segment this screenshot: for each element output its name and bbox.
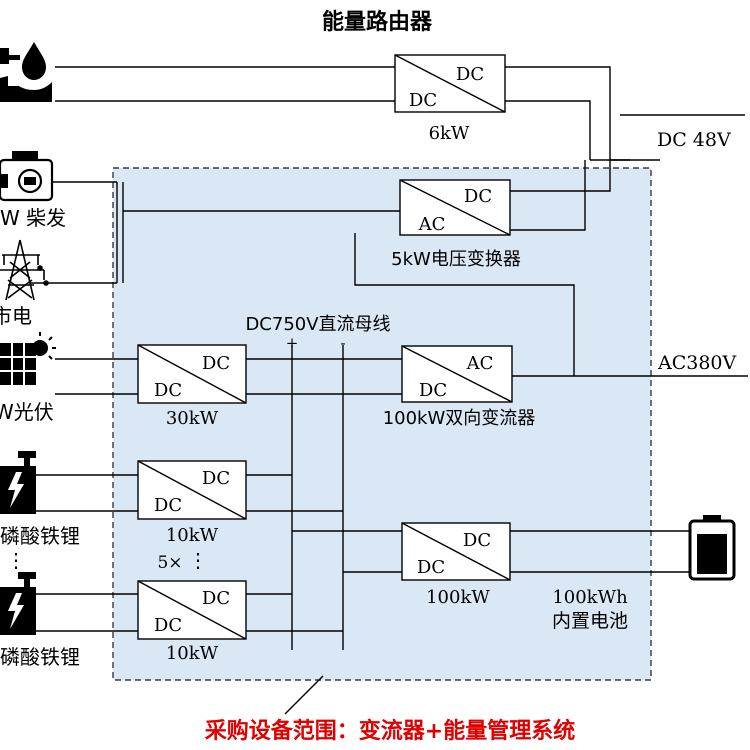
- bus-minus-label: -: [340, 334, 345, 352]
- diesel-label: W 柴发: [0, 206, 66, 230]
- dcdc-converter-100kw: DC DC: [401, 522, 511, 581]
- acdc-converter-5kw: DC AC: [399, 179, 511, 236]
- bus-plus-label: +: [286, 334, 299, 352]
- battery-capacity-label: 100kWh: [552, 587, 628, 608]
- dcdc-converter-10kw-1: DC DC: [137, 460, 247, 520]
- rating-5kw: 5kW电压变换器: [391, 249, 521, 270]
- dcdc-converter-10kw-2: DC DC: [137, 580, 247, 640]
- diesel-generator-icon: [0, 151, 54, 202]
- converter-bottom-label: DC: [154, 615, 182, 636]
- multiplier-dots: ⋮: [188, 548, 208, 572]
- rating-10kw-1: 10kW: [166, 525, 219, 546]
- converter-top-label: DC: [202, 588, 230, 609]
- wiring: [30, 66, 748, 715]
- converter-bottom-label: DC: [409, 90, 437, 111]
- converter-top-label: DC: [464, 186, 492, 207]
- converter-bottom-label: AC: [418, 214, 446, 235]
- transmission-tower-icon: [0, 239, 49, 301]
- rating-30kw: 30kW: [166, 408, 219, 429]
- ac380v-output-label: AC380V: [657, 352, 737, 374]
- diagram-title: 能量路由器: [322, 9, 433, 35]
- lfp-label-2: 磷酸铁锂: [0, 645, 80, 669]
- converter-top-label: DC: [202, 353, 230, 374]
- converter-bottom-label: DC: [419, 380, 447, 401]
- converter-top-label: DC: [202, 468, 230, 489]
- lfp-battery-icon: [0, 451, 36, 514]
- battery-icon: [688, 515, 736, 581]
- converter-top-label: DC: [463, 530, 491, 551]
- dc-bus-label: DC750V直流母线: [245, 314, 390, 335]
- converter-top-label: DC: [456, 64, 484, 85]
- rating-10kw-2: 10kW: [166, 643, 219, 664]
- procurement-scope-caption: 采购设备范围：变流器+能量管理系统: [205, 718, 575, 744]
- converter-bottom-label: DC: [154, 495, 182, 516]
- converter-bottom-label: DC: [417, 557, 445, 578]
- rating-6kw: 6kW: [429, 123, 470, 144]
- grid-label: 市电: [0, 304, 32, 328]
- lfp-battery-icon: [0, 572, 36, 635]
- dcdc-converter-30kw: DC DC: [137, 344, 247, 404]
- pv-label: W光伏: [0, 400, 54, 424]
- rating-100kw-bidir: 100kW双向变流器: [383, 408, 536, 429]
- dcdc-converter-6kw: DC DC: [394, 54, 506, 113]
- battery-name-label: 内置电池: [552, 610, 628, 632]
- dc48v-output-label: DC 48V: [657, 129, 731, 151]
- converter-top-label: AC: [466, 353, 494, 374]
- solar-panel-icon: [0, 332, 56, 385]
- lfp-label-1: 磷酸铁锂: [0, 524, 80, 548]
- multiplier-label: 5×: [157, 553, 182, 573]
- battery-stack-dots: ⋮: [6, 548, 26, 572]
- converter-bottom-label: DC: [154, 380, 182, 401]
- bidirectional-converter-100kw: AC DC: [401, 345, 513, 403]
- water-turbine-icon: [0, 42, 52, 102]
- rating-100kw: 100kW: [426, 587, 490, 608]
